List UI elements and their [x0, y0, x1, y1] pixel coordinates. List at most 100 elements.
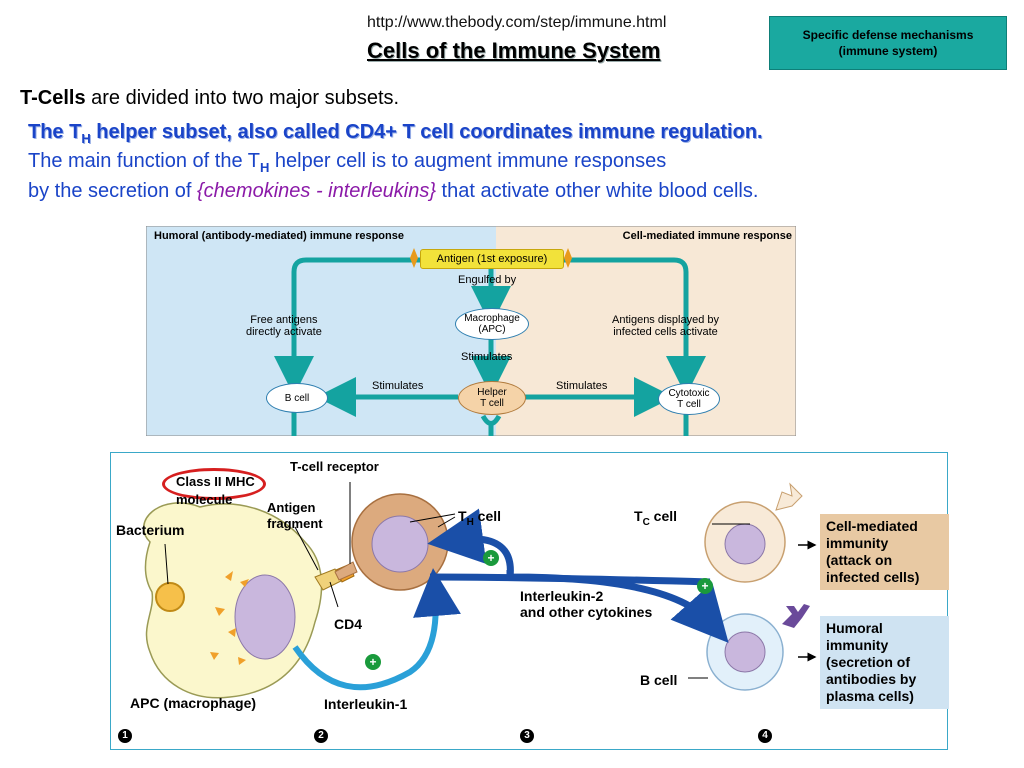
chemokines-term: {chemokines - interleukins} [196, 180, 436, 202]
displayed-line-2: infected cells activate [613, 326, 718, 338]
secretion-line: by the secretion of {chemokines - interl… [28, 180, 758, 203]
activation-graphics: + + + [110, 452, 948, 750]
b-cell-label: B cell [640, 672, 678, 688]
humoral-box: Humoral immunity (secretion of antibodie… [820, 616, 949, 709]
il1-arrow [292, 568, 461, 691]
result-arrows [798, 540, 817, 662]
intro-line: T-Cells are divided into two major subse… [20, 87, 399, 110]
svg-text:+: + [487, 551, 494, 565]
free-antigens-label: Free antigens directly activate [246, 314, 322, 338]
th-b: cell [473, 508, 502, 524]
tc-cell-label: TC cell [634, 508, 677, 531]
antigen-fragment-label: Antigen fragment [267, 500, 323, 532]
th-subscript: H [81, 131, 91, 146]
badge-line-2: (immune system) [838, 44, 938, 58]
section-badge: Specific defense mechanisms (immune syst… [769, 16, 1007, 70]
bacterium-label: Bacterium [116, 522, 185, 538]
helper-line-1: Helper [477, 387, 507, 398]
tc-a: T [634, 508, 643, 524]
free-antigen-arrow [274, 257, 420, 396]
tcells-label: T-Cells [20, 87, 86, 109]
displayed-antigens-label: Antigens displayed by infected cells act… [612, 314, 719, 338]
antibody-icon [782, 604, 810, 628]
macrophage-line-1: Macrophage [464, 313, 520, 324]
t-helper-activation-diagram: + + + Class II MHC molecule T-cell recep… [110, 452, 949, 750]
th-cell-nucleus [371, 515, 429, 573]
function-line: The main function of the TH helper cell … [28, 150, 667, 175]
engulfed-label: Engulfed by [458, 274, 517, 286]
hum-line-5: plasma cells) [826, 688, 914, 704]
hum-line-4: antibodies by [826, 671, 917, 687]
source-url[interactable]: http://www.thebody.com/step/immune.html [367, 14, 667, 31]
plus-signs: + + + [365, 550, 713, 670]
displayed-antigen-arrow [562, 257, 706, 396]
stimulates-center-label: Stimulates [461, 351, 513, 363]
cell-mediated-box: Cell-mediated immunity (attack on infect… [820, 514, 949, 590]
th-line-a: The T [28, 121, 82, 143]
macrophage-line-2: (APC) [478, 324, 506, 335]
cd4-receptor [334, 561, 358, 581]
step-1-marker: 1 [118, 729, 132, 743]
cytotoxic-line-1: Cytotoxic [668, 388, 710, 399]
humoral-header: Humoral (antibody-mediated) immune respo… [154, 230, 404, 242]
function-a: The main function of the T [28, 150, 260, 172]
tc-receptor [775, 482, 803, 511]
antigen-line-1: Antigen [267, 500, 316, 515]
cm-line-4: infected cells) [826, 569, 920, 585]
step-3-marker: 3 [520, 729, 534, 743]
antigen-line-2: fragment [267, 516, 323, 531]
secretion-b: that activate other white blood cells. [436, 180, 759, 202]
tcr-label: T-cell receptor [290, 459, 379, 474]
immune-response-flowchart: Humoral (antibody-mediated) immune respo… [146, 226, 796, 436]
cm-line-3: (attack on [826, 552, 893, 568]
displayed-line-1: Antigens displayed by [612, 314, 720, 326]
antigen-fragments [210, 571, 249, 665]
intro-rest: are divided into two major subsets. [85, 87, 400, 109]
b-cell-node: B cell [266, 383, 328, 413]
stimulates-left-label: Stimulates [372, 380, 424, 392]
apc-nucleus [234, 574, 296, 660]
th-a: T [458, 508, 467, 524]
svg-text:+: + [701, 579, 708, 593]
antigen-box: Antigen (1st exposure) [420, 249, 564, 269]
step-2-marker: 2 [314, 729, 328, 743]
il2-feedback-arrow [427, 508, 514, 578]
badge-line-1: Specific defense mechanisms [802, 28, 974, 42]
function-subscript: H [259, 160, 270, 175]
page-title: Cells of the Immune System [367, 38, 661, 63]
antigen-spikes [410, 248, 572, 268]
hum-line-1: Humoral [826, 620, 883, 636]
helper-line-2: T cell [480, 398, 504, 409]
class-mhc-highlight [162, 468, 266, 500]
molecule-label: molecule [176, 492, 233, 507]
bacterium-shape [155, 582, 185, 612]
function-b: helper cell is to augment immune respons… [269, 150, 667, 172]
il1-label: Interleukin-1 [324, 696, 408, 712]
class-mhc-label: Class II MHC [176, 474, 255, 489]
cd4-label: CD4 [334, 616, 363, 632]
tc-sub: C [642, 516, 650, 528]
il2-line-2: and other cytokines [520, 604, 653, 620]
secretion-a: by the secretion of [28, 180, 197, 202]
free-antigens-line-2: directly activate [246, 326, 322, 338]
apc-label: APC (macrophage) [130, 695, 257, 711]
cm-line-2: immunity [826, 535, 889, 551]
th-subset-line: The TH helper subset, also called CD4+ T… [28, 121, 763, 146]
svg-text:+: + [369, 655, 376, 669]
macrophage-node: Macrophage(APC) [455, 308, 529, 340]
cytotoxic-line-2: T cell [677, 399, 701, 410]
b-cell-nucleus [724, 631, 766, 673]
th-cell-label: TH cell [458, 508, 501, 531]
stimulates-right-label: Stimulates [556, 380, 608, 392]
hum-line-2: immunity [826, 637, 889, 653]
free-antigens-line-1: Free antigens [250, 314, 318, 326]
hum-line-3: (secretion of [826, 654, 911, 670]
th-line-b: helper subset, also called CD4+ T cell c… [90, 121, 763, 143]
cm-line-1: Cell-mediated [826, 518, 918, 534]
th-sub: H [466, 516, 474, 528]
cell-mediated-header: Cell-mediated immune response [622, 230, 792, 242]
il2-line-1: Interleukin-2 [520, 588, 604, 604]
tc-cell-nucleus [724, 523, 766, 565]
